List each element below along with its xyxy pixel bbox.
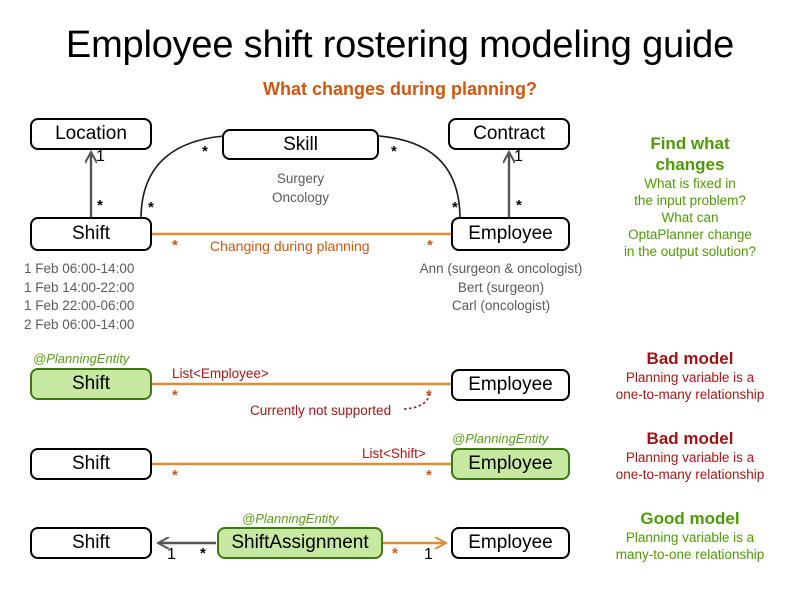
list-item: Carl (oncologist)	[451, 298, 551, 313]
class-box-shift[interactable]: Shift	[30, 217, 152, 251]
list-item: Bert (surgeon)	[457, 279, 545, 295]
class-box-skill[interactable]: Skill	[222, 129, 379, 160]
class-box-location[interactable]: Location	[30, 118, 152, 150]
mult-contract-many: *	[516, 197, 522, 214]
annotation-planning-entity-bad2: @PlanningEntity	[452, 431, 549, 446]
mult-employee-skill: *	[452, 199, 458, 216]
class-box-bad1-employee[interactable]: Employee	[451, 369, 570, 401]
callout-heading-line1: Find what	[650, 134, 730, 153]
annotation-planning-entity-good: @PlanningEntity	[242, 511, 339, 526]
mult-shift-employee-right: *	[427, 237, 433, 254]
class-box-bad2-shift[interactable]: Shift	[30, 448, 152, 480]
class-box-bad1-employee-label: Employee	[468, 374, 553, 395]
mult-contract-one: 1	[514, 148, 523, 165]
callout-heading: Bad model	[646, 349, 734, 368]
mult-skill-shift: *	[202, 143, 208, 160]
class-box-location-label: Location	[55, 123, 127, 144]
mult-bad1-left: *	[172, 387, 178, 404]
class-box-contract[interactable]: Contract	[448, 118, 570, 150]
mult-location-one: 1	[96, 148, 105, 165]
callout-body-line: many-to-one relationship	[615, 547, 765, 562]
mult-skill-employee: *	[391, 143, 397, 160]
mult-bad2-left: *	[172, 467, 178, 484]
mult-good-shift-one: 1	[167, 546, 176, 563]
callout-body-line: Planning variable is a	[625, 450, 755, 465]
list-item: 2 Feb 06:00-14:00	[24, 316, 135, 332]
shift-instance-list: 1 Feb 06:00-14:00 1 Feb 14:00-22:00 1 Fe…	[24, 260, 134, 334]
list-item: Ann (surgeon & oncologist)	[419, 261, 583, 276]
callout-heading: Bad model	[646, 429, 734, 448]
edge-label-bad2-list-shift: List<Shift>	[362, 446, 426, 461]
list-item: 1 Feb 06:00-14:00	[24, 261, 135, 276]
page-title: Employee shift rostering modeling guide	[65, 24, 735, 66]
mult-bad2-right: *	[426, 467, 432, 484]
callout-body-line: What can	[661, 210, 719, 225]
mult-good-employee-one: 1	[424, 546, 433, 563]
employee-instance-list: Ann (surgeon & oncologist) Bert (surgeon…	[400, 260, 602, 316]
callout-body-line: one-to-many relationship	[615, 467, 765, 482]
mult-shift-skill: *	[148, 199, 154, 216]
mult-good-assignment-left: *	[200, 545, 206, 562]
callout-bad-model-1: Bad model Planning variable is a one-to-…	[590, 348, 790, 403]
list-item: 1 Feb 14:00-22:00	[24, 279, 135, 295]
callout-heading: Good model	[640, 509, 740, 528]
class-box-bad2-employee[interactable]: Employee	[451, 448, 570, 480]
class-box-bad1-shift[interactable]: Shift	[30, 368, 152, 400]
class-box-good-employee-label: Employee	[468, 532, 553, 553]
class-box-good-shiftassignment-label: ShiftAssignment	[231, 532, 369, 553]
class-box-contract-label: Contract	[473, 123, 545, 144]
mult-good-assignment-right: *	[392, 545, 398, 562]
callout-body-line: in the output solution?	[623, 244, 757, 259]
skill-example-values: Surgery Oncology	[222, 170, 379, 207]
skill-example-line: Oncology	[271, 189, 330, 205]
class-box-bad2-employee-label: Employee	[468, 453, 553, 474]
class-box-skill-label: Skill	[283, 133, 318, 155]
callout-body-line: Planning variable is a	[625, 530, 755, 545]
edge-label-changing-during-planning: Changing during planning	[210, 238, 370, 254]
mult-bad1-right: *	[426, 387, 432, 404]
callout-body-line: the input problem?	[634, 193, 746, 208]
class-box-bad1-shift-label: Shift	[71, 373, 111, 394]
callout-body-line: What is fixed in	[644, 176, 736, 191]
class-box-good-shiftassignment[interactable]: ShiftAssignment	[217, 527, 383, 559]
annotation-planning-entity-bad1: @PlanningEntity	[33, 351, 130, 366]
mult-shift-employee-left: *	[172, 237, 178, 254]
callout-body-line: Planning variable is a	[625, 370, 755, 385]
class-box-good-shift[interactable]: Shift	[30, 527, 152, 559]
callout-bad-model-2: Bad model Planning variable is a one-to-…	[590, 428, 790, 483]
class-box-bad2-shift-label: Shift	[71, 453, 111, 474]
mult-location-many: *	[97, 197, 103, 214]
page-subtitle: What changes during planning?	[263, 79, 537, 99]
class-box-employee-label: Employee	[468, 223, 553, 244]
callout-good-model: Good model Planning variable is a many-t…	[590, 508, 790, 563]
class-box-employee[interactable]: Employee	[451, 217, 570, 251]
callout-body-line: one-to-many relationship	[615, 387, 765, 402]
callout-body-line: OptaPlanner change	[628, 227, 752, 242]
callout-find-what-changes: Find what changes What is fixed in the i…	[590, 133, 790, 260]
class-box-good-shift-label: Shift	[71, 532, 111, 553]
edge-label-bad1-list-employee: List<Employee>	[172, 366, 269, 381]
note-currently-not-supported: Currently not supported	[250, 403, 392, 418]
class-box-shift-label: Shift	[71, 223, 111, 244]
skill-example-line: Surgery	[276, 171, 325, 186]
class-box-good-employee[interactable]: Employee	[451, 527, 570, 559]
callout-heading-line2: changes	[655, 155, 725, 174]
list-item: 1 Feb 22:00-06:00	[24, 298, 135, 313]
